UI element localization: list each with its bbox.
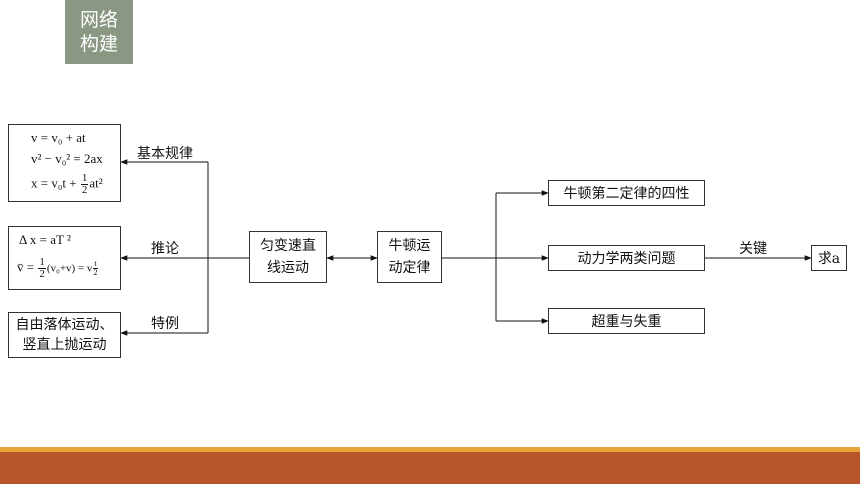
label-key: 关键 [739,241,767,257]
formula-mean-b: (v₀+v) = v [46,262,93,275]
label-basic-law: 基本规律 [137,146,193,162]
label-inference: 推论 [151,241,179,257]
formula-displacement-a: x = v₀t + [31,175,80,191]
section-tag-line2: 构建 [79,33,118,55]
formula-delta-x: Δ x = aT ² [19,232,71,247]
formula-displacement-b: at² [89,175,103,191]
center1-line2: 线运动 [267,260,309,276]
fraction-sub-num: t [93,259,98,269]
fraction-den-2: 2 [39,268,45,280]
section-tag: 网络 构建 [65,0,133,64]
dynamics-problems-box: 动力学两类问题 [548,245,705,271]
formula-velocity-displacement: v² − v₀² = 2ax [31,151,103,166]
center1-line1: 匀变速直 [260,238,316,254]
newton-laws-box: 牛顿运 动定律 [377,231,442,283]
item3-text: 超重与失重 [591,314,662,330]
item1-text: 牛顿第二定律的四性 [563,186,690,202]
find-a-box: 求a [811,245,847,271]
fraction-sub-den: 2 [93,268,98,277]
special-line2: 竖直上抛运动 [22,337,107,353]
formula-velocity: v = v₀ + at [31,130,86,145]
fraction-num: 1 [80,172,89,185]
fraction-den: 2 [81,184,88,196]
newton-second-law-box: 牛顿第二定律的四性 [548,180,705,206]
label-special: 特例 [151,316,179,332]
final-text: 求a [817,251,841,267]
section-tag-line1: 网络 [79,9,118,31]
overweight-box: 超重与失重 [548,308,705,334]
fraction-num-2: 1 [38,256,46,269]
center2-line1: 牛顿运 [388,238,431,254]
uniform-acceleration-box: 匀变速直 线运动 [249,231,327,283]
item2-text: 动力学两类问题 [577,251,676,267]
footer-accent-line [0,447,860,452]
special-cases-box: 自由落体运动、 竖直上抛运动 [8,312,121,358]
special-line1: 自由落体运动、 [15,317,114,333]
formula-mean-a: v̄ = [17,259,38,275]
center2-line2: 动定律 [388,260,431,276]
footer-bar [0,452,860,484]
